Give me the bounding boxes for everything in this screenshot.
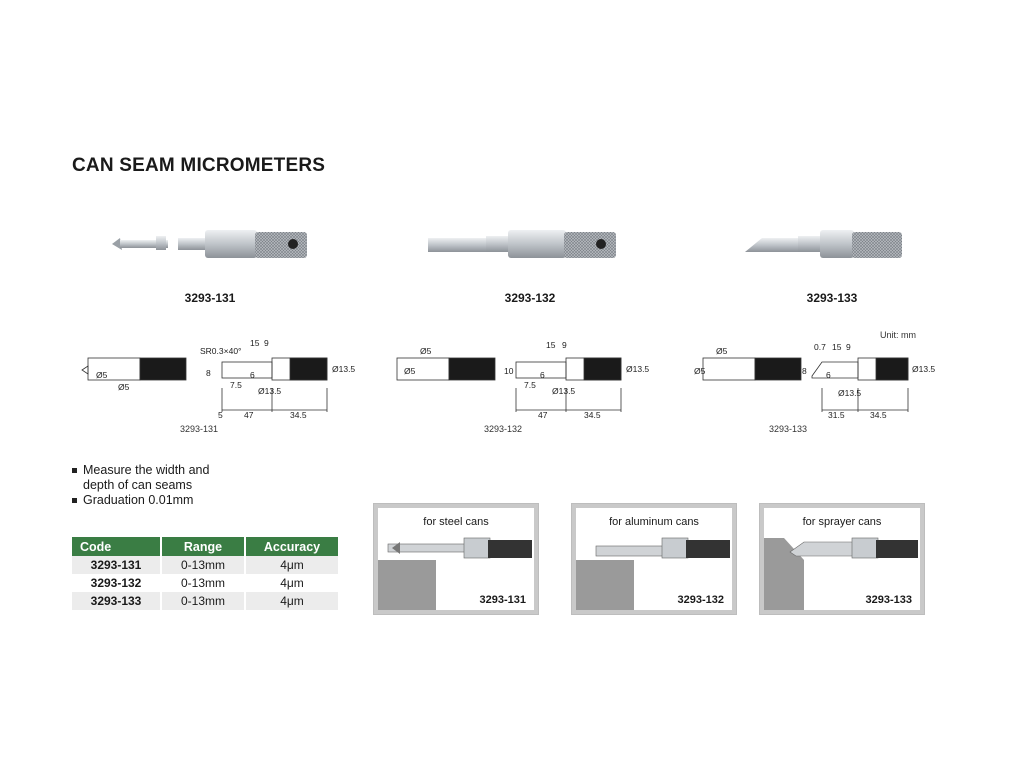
table-row: 3293-131 0-13mm 4μm [72,556,340,574]
product-photos [112,230,902,258]
dim-131-9: 9 [264,338,269,348]
dim-132-34-5: 34.5 [584,410,601,420]
panel-label: for sprayer cans [802,516,882,528]
product-code-132: 3293-132 [504,291,556,305]
table-row: 3293-132 0-13mm 4μm [72,574,340,592]
feature-text: Measure the width and depth of can seams [83,463,210,492]
cell-range: 0-13mm [161,556,246,574]
dim-133-8: 8 [802,366,807,376]
dim-131-34-5: 34.5 [290,410,307,420]
cell-accuracy: 4μm [245,592,340,610]
bullet-icon [72,468,77,473]
usage-panel-sprayer: for sprayer cans 3293-133 [759,503,925,615]
usage-panel-steel: for steel cans 3293-131 [373,503,539,615]
header-range: Range [161,537,246,556]
dim-131-47: 47 [244,410,254,420]
sprayer-can-illustration [764,537,918,610]
panel-code: 3293-132 [677,594,725,606]
dim-131-d5-b: Ø5 [118,382,130,392]
cell-code: 3293-133 [72,592,162,610]
panel-label: for steel cans [423,516,489,528]
unit-label: Unit: mm [880,330,916,340]
usage-panel-aluminum: for aluminum cans 3293-132 [571,503,737,615]
cell-accuracy: 4μm [245,556,340,574]
micrometer-photo-131 [112,230,307,258]
dim-133-31-5: 31.5 [828,410,845,420]
dim-133-6: 6 [826,370,831,380]
feature-text: Graduation 0.01mm [83,493,194,507]
specs-table: Code Range Accuracy 3293-131 0-13mm 4μm … [72,537,340,610]
dim-133-d13-a: Ø13.5 [838,388,861,398]
drawing-caption-132: 3293-132 [484,424,523,434]
aluminum-can-illustration [576,537,730,610]
dim-132-10: 10 [504,366,514,376]
dim-131-8: 8 [206,368,211,378]
steel-can-illustration [378,537,532,610]
dim-131-15: 15 [250,338,260,348]
drawing-caption-131: 3293-131 [180,424,219,434]
dim-133-15: 15 [832,342,842,352]
technical-drawings: SR0.3×40° 15 9 8 7.5 6 Ø5 Ø5 Ø13.5 Ø13.5… [81,338,935,420]
dim-131-d13-a: Ø13.5 [258,386,281,396]
dim-132-9: 9 [562,340,567,350]
drawing-131-front-thimble [139,357,187,381]
dim-132-15: 15 [546,340,556,350]
bullet-icon [72,498,77,503]
dim-132-7-5: 7.5 [524,380,536,390]
dim-131-d13-b: Ø13.5 [332,364,355,374]
panel-code: 3293-133 [865,594,913,606]
dim-131-d5-a: Ø5 [96,370,108,380]
dim-132-d5-a: Ø5 [420,346,432,356]
header-accuracy: Accuracy [245,537,340,556]
cell-code: 3293-132 [72,574,162,592]
cell-accuracy: 4μm [245,574,340,592]
feature-item: Graduation 0.01mm [72,493,233,508]
dim-133-d5-b: Ø5 [694,366,706,376]
dim-131-5: 5 [218,410,223,420]
header-code: Code [72,537,162,556]
cell-range: 0-13mm [161,592,246,610]
dim-133-34-5: 34.5 [870,410,887,420]
dim-132-47: 47 [538,410,548,420]
page-title: CAN SEAM MICROMETERS [72,155,326,176]
table-row: 3293-133 0-13mm 4μm [72,592,340,610]
dim-133-d13-b: Ø13.5 [912,364,935,374]
dim-132-d13-b: Ø13.5 [626,364,649,374]
dim-132-6: 6 [540,370,545,380]
dim-133-d5-a: Ø5 [716,346,728,356]
dim-131-7-5: 7.5 [230,380,242,390]
cell-code: 3293-131 [72,556,162,574]
table-header-row: Code Range Accuracy [72,537,340,556]
product-code-133: 3293-133 [806,291,858,305]
dim-131-6: 6 [250,370,255,380]
drawing-caption-133: 3293-133 [769,424,808,434]
feature-item: Measure the width and depth of can seams [72,463,233,493]
feature-list: Measure the width and depth of can seams… [72,463,233,508]
dim-133-9: 9 [846,342,851,352]
micrometer-photo-133 [745,230,902,258]
micrometer-photo-132 [428,230,616,258]
panel-code: 3293-131 [479,594,527,606]
dim-131-sr: SR0.3×40° [200,346,241,356]
cell-range: 0-13mm [161,574,246,592]
product-code-131: 3293-131 [184,291,236,305]
dim-132-d5-b: Ø5 [404,366,416,376]
dim-132-d13-a: Ø13.5 [552,386,575,396]
panel-label: for aluminum cans [609,516,699,528]
dim-133-0-7: 0.7 [814,342,826,352]
